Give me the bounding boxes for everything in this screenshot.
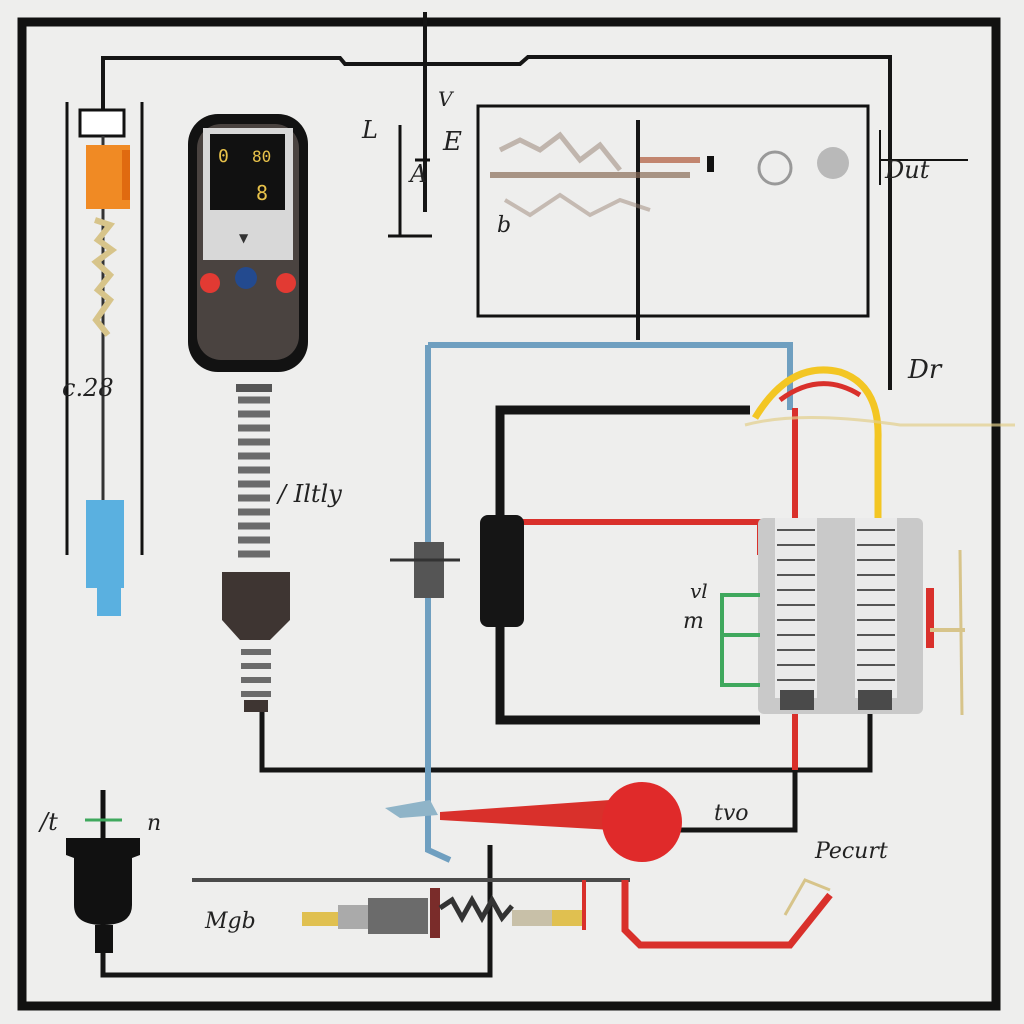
lower-wires xyxy=(100,342,873,978)
multimeter[interactable]: 0 80 8 ▼ xyxy=(188,114,308,372)
meter-terminal-blue[interactable] xyxy=(235,267,257,289)
motor-coil-icon xyxy=(777,529,895,681)
motor[interactable]: Dr vl m xyxy=(683,355,1015,716)
inductor xyxy=(390,542,460,598)
bulb-icon[interactable]: tvo xyxy=(385,782,749,862)
meter-display-line-3: 8 xyxy=(256,181,268,205)
meter-terminal-red-2[interactable] xyxy=(276,273,296,293)
left-scale-label: c.28 xyxy=(62,374,114,402)
panel-v-label: V xyxy=(438,87,455,111)
test-probe: / Iltly xyxy=(222,384,342,712)
ground-label: Pecurt xyxy=(814,839,888,864)
fuse-icon: Mgb xyxy=(204,888,582,938)
panel-out-label: Dut xyxy=(884,156,930,184)
capacitor-blue xyxy=(86,500,124,588)
panel-sub-label: b xyxy=(497,213,511,238)
meter-display-line-2: 80 xyxy=(252,147,271,166)
plug-right-label: n xyxy=(147,811,161,836)
probe-label: / Iltly xyxy=(276,480,342,508)
relay-module xyxy=(480,515,524,627)
motor-top-label: Dr xyxy=(907,355,943,385)
top-wires xyxy=(101,12,892,390)
panel-a-label: A xyxy=(408,160,427,188)
meter-terminal-red[interactable] xyxy=(200,273,220,293)
fuse-label: Mgb xyxy=(204,909,256,934)
meter-mode-arrow-icon[interactable]: ▼ xyxy=(239,231,249,245)
plug-left-label: /t xyxy=(38,808,58,836)
power-plug-icon[interactable]: /t n xyxy=(38,790,161,953)
probe-spring xyxy=(238,396,270,558)
ground-lead: Pecurt xyxy=(783,839,888,916)
bulb-label: tvo xyxy=(714,801,749,826)
panel-e-label: E xyxy=(442,127,462,157)
control-panel: L A E V b Dut xyxy=(361,87,968,318)
panel-l-label: L xyxy=(361,116,378,144)
left-component-column: c.28 xyxy=(62,102,144,616)
meter-screen xyxy=(210,134,285,210)
motor-left-bottom-label: m xyxy=(683,609,704,634)
meter-display-line-1: 0 xyxy=(218,146,229,167)
diagram-frame xyxy=(17,17,1001,1011)
motor-left-top-label: vl xyxy=(690,579,708,603)
